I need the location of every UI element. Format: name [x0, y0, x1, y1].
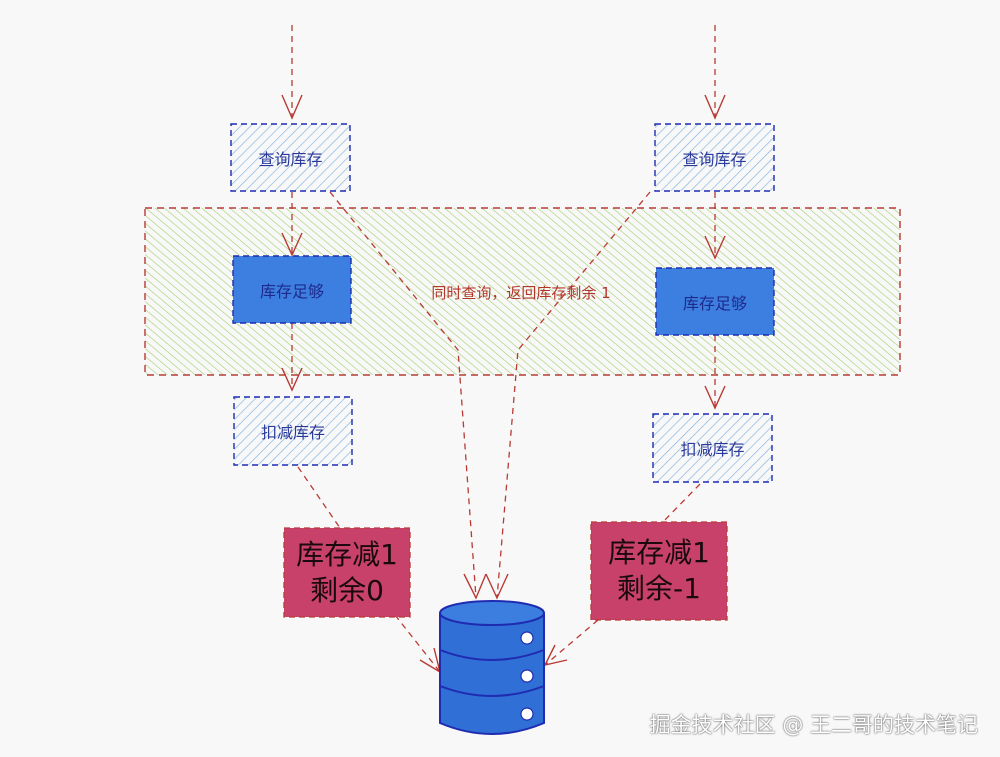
right-result-label: 库存减1 剩余-1 [591, 522, 727, 620]
database-cylinder-icon [439, 600, 545, 735]
right-deduct-label: 扣减库存 [680, 440, 745, 459]
right-enough-box [655, 267, 775, 336]
right-enough-label: 库存足够 [682, 293, 747, 313]
left-result-line1: 库存减1 [296, 537, 398, 571]
left-result-line2: 剩余0 [310, 573, 384, 607]
left-deduct-label: 扣减库存 [260, 423, 325, 442]
left-result-label: 库存减1 剩余0 [284, 528, 410, 617]
left-result-box [283, 527, 411, 618]
left-query-box [230, 123, 351, 192]
left-enough-box [232, 255, 352, 324]
right-deduct-box [652, 413, 773, 483]
right-query-box [654, 123, 775, 192]
concurrency-zone-label: 同时查询，返回库存剩余 1 [431, 283, 611, 302]
left-query-label: 查询库存 [258, 149, 323, 169]
arrowheads [281, 94, 726, 674]
right-query-label: 查询库存 [682, 149, 747, 169]
flow-arrows [291, 25, 716, 673]
left-deduct-box [233, 396, 353, 466]
left-enough-label: 库存足够 [259, 281, 324, 301]
right-result-line2: 剩余-1 [617, 572, 701, 605]
right-result-line1: 库存减1 [608, 536, 710, 569]
right-result-box [590, 521, 728, 621]
watermark: 掘金技术社区 @ 王二哥的技术笔记 [649, 713, 978, 737]
